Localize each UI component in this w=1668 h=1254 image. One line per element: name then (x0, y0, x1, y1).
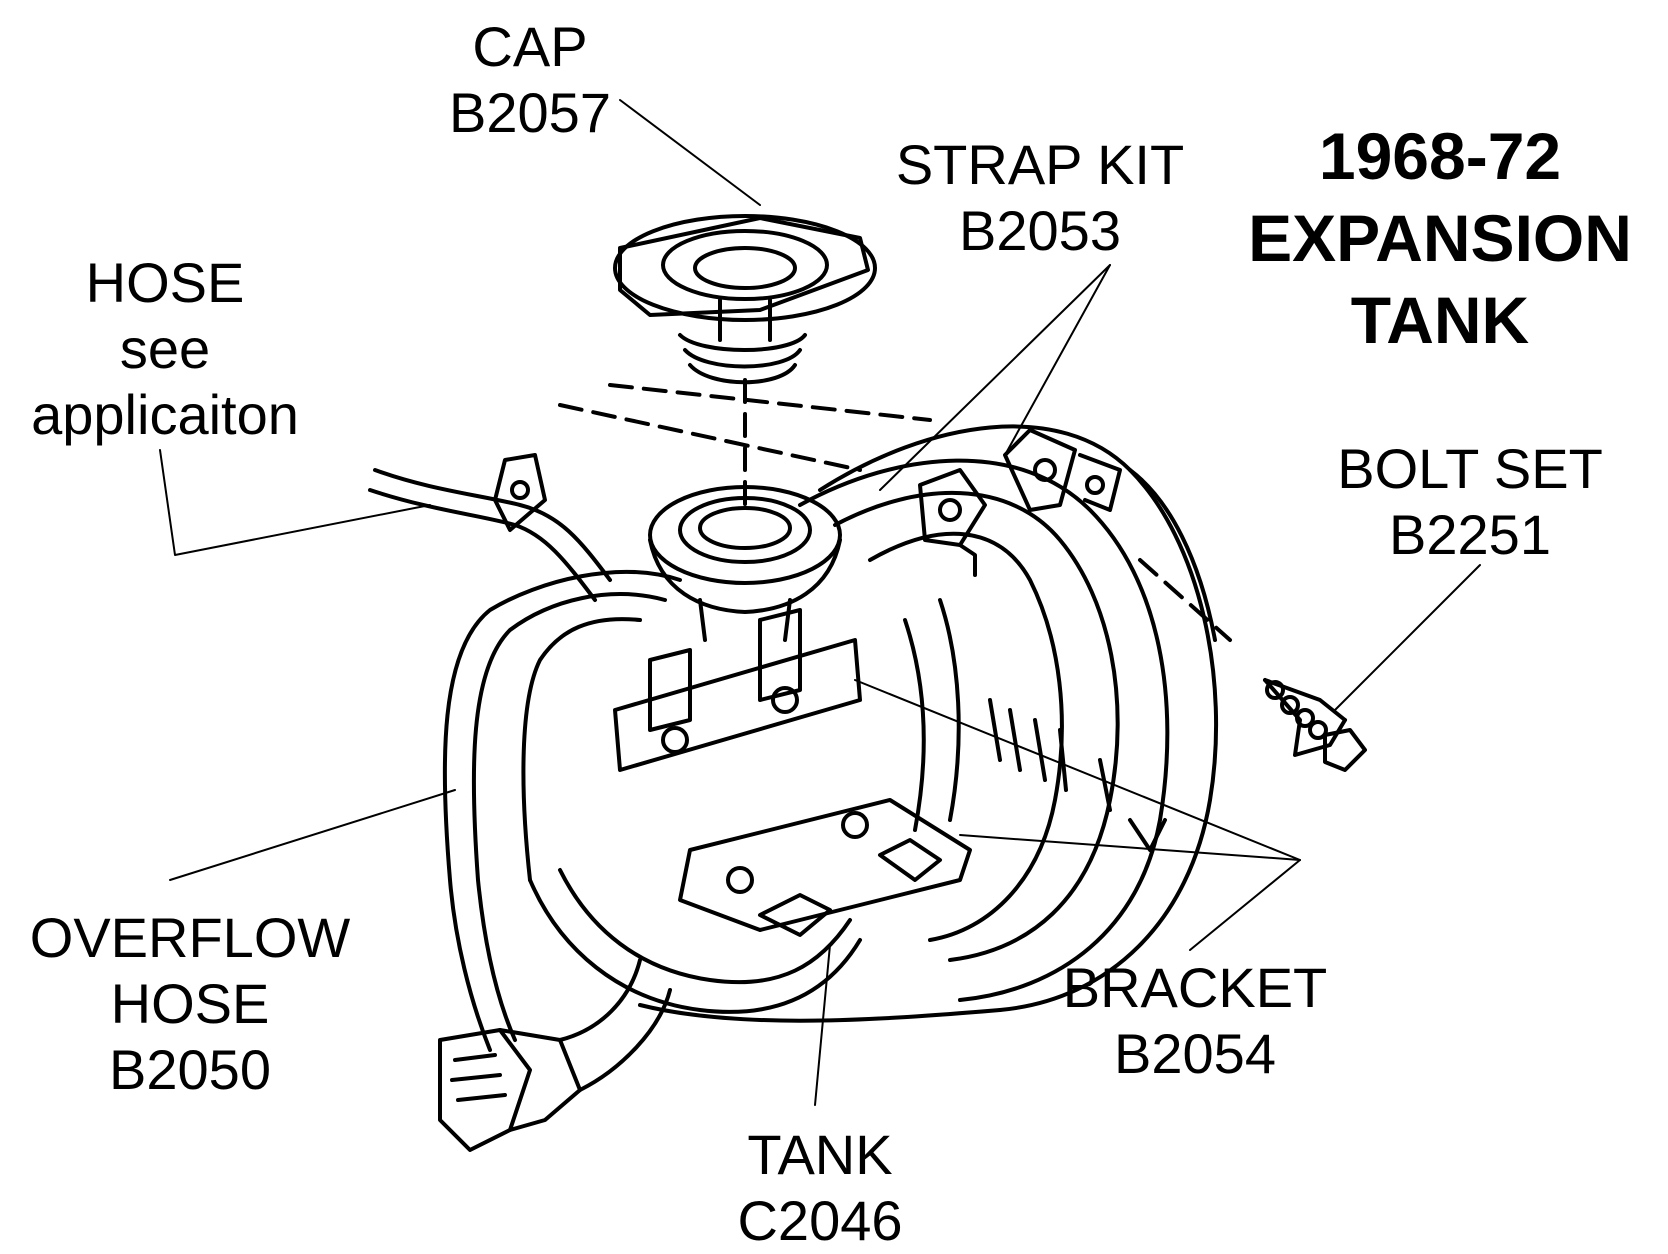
title-line-1: 1968-72 (1318, 119, 1562, 193)
title-line-2: EXPANSION (1248, 201, 1632, 275)
bolt (1265, 680, 1365, 770)
label-cap-part: B2057 (449, 81, 611, 144)
radiator-cap (615, 216, 875, 382)
title-line-3: TANK (1350, 283, 1530, 357)
label-strap-kit: STRAP KIT B2053 (880, 132, 1200, 264)
strap-clamp (920, 430, 1120, 575)
tank-brackets (615, 610, 970, 935)
tank-body (640, 426, 1216, 1020)
overflow-hose-line (440, 572, 860, 1150)
label-tank: TANK C2046 (700, 1122, 940, 1254)
label-cap-name: CAP (472, 15, 588, 78)
label-tank-part: C2046 (737, 1189, 903, 1252)
label-hose-line3: applicaiton (31, 383, 299, 446)
label-bracket: BRACKET B2054 (1040, 955, 1350, 1087)
leader-lines (160, 100, 1480, 1105)
label-cap: CAP B2057 (420, 14, 640, 146)
diagram-title: 1968-72 EXPANSION TANK (1235, 115, 1645, 361)
label-bolt-set-name: BOLT SET (1337, 437, 1603, 500)
explode-lines (560, 380, 1230, 640)
label-bolt-set: BOLT SET B2251 (1320, 436, 1620, 568)
label-overflow-hose-part: B2050 (109, 1038, 271, 1101)
label-strap-kit-name: STRAP KIT (895, 133, 1185, 196)
label-strap-kit-part: B2053 (959, 199, 1121, 262)
label-tank-name: TANK (747, 1123, 893, 1186)
label-bracket-name: BRACKET (1062, 956, 1328, 1019)
label-hose-name: HOSE (85, 251, 245, 314)
label-hose: HOSE see applicaiton (10, 250, 320, 448)
label-bracket-part: B2054 (1114, 1022, 1276, 1085)
label-overflow-hose-name: OVERFLOW (29, 906, 351, 969)
filler-neck (650, 487, 840, 640)
label-bolt-set-part: B2251 (1389, 503, 1551, 566)
upper-hose (370, 455, 610, 600)
label-hose-line2: see (119, 317, 211, 380)
label-overflow-hose-line2: HOSE (110, 972, 270, 1035)
label-overflow-hose: OVERFLOW HOSE B2050 (15, 905, 365, 1103)
